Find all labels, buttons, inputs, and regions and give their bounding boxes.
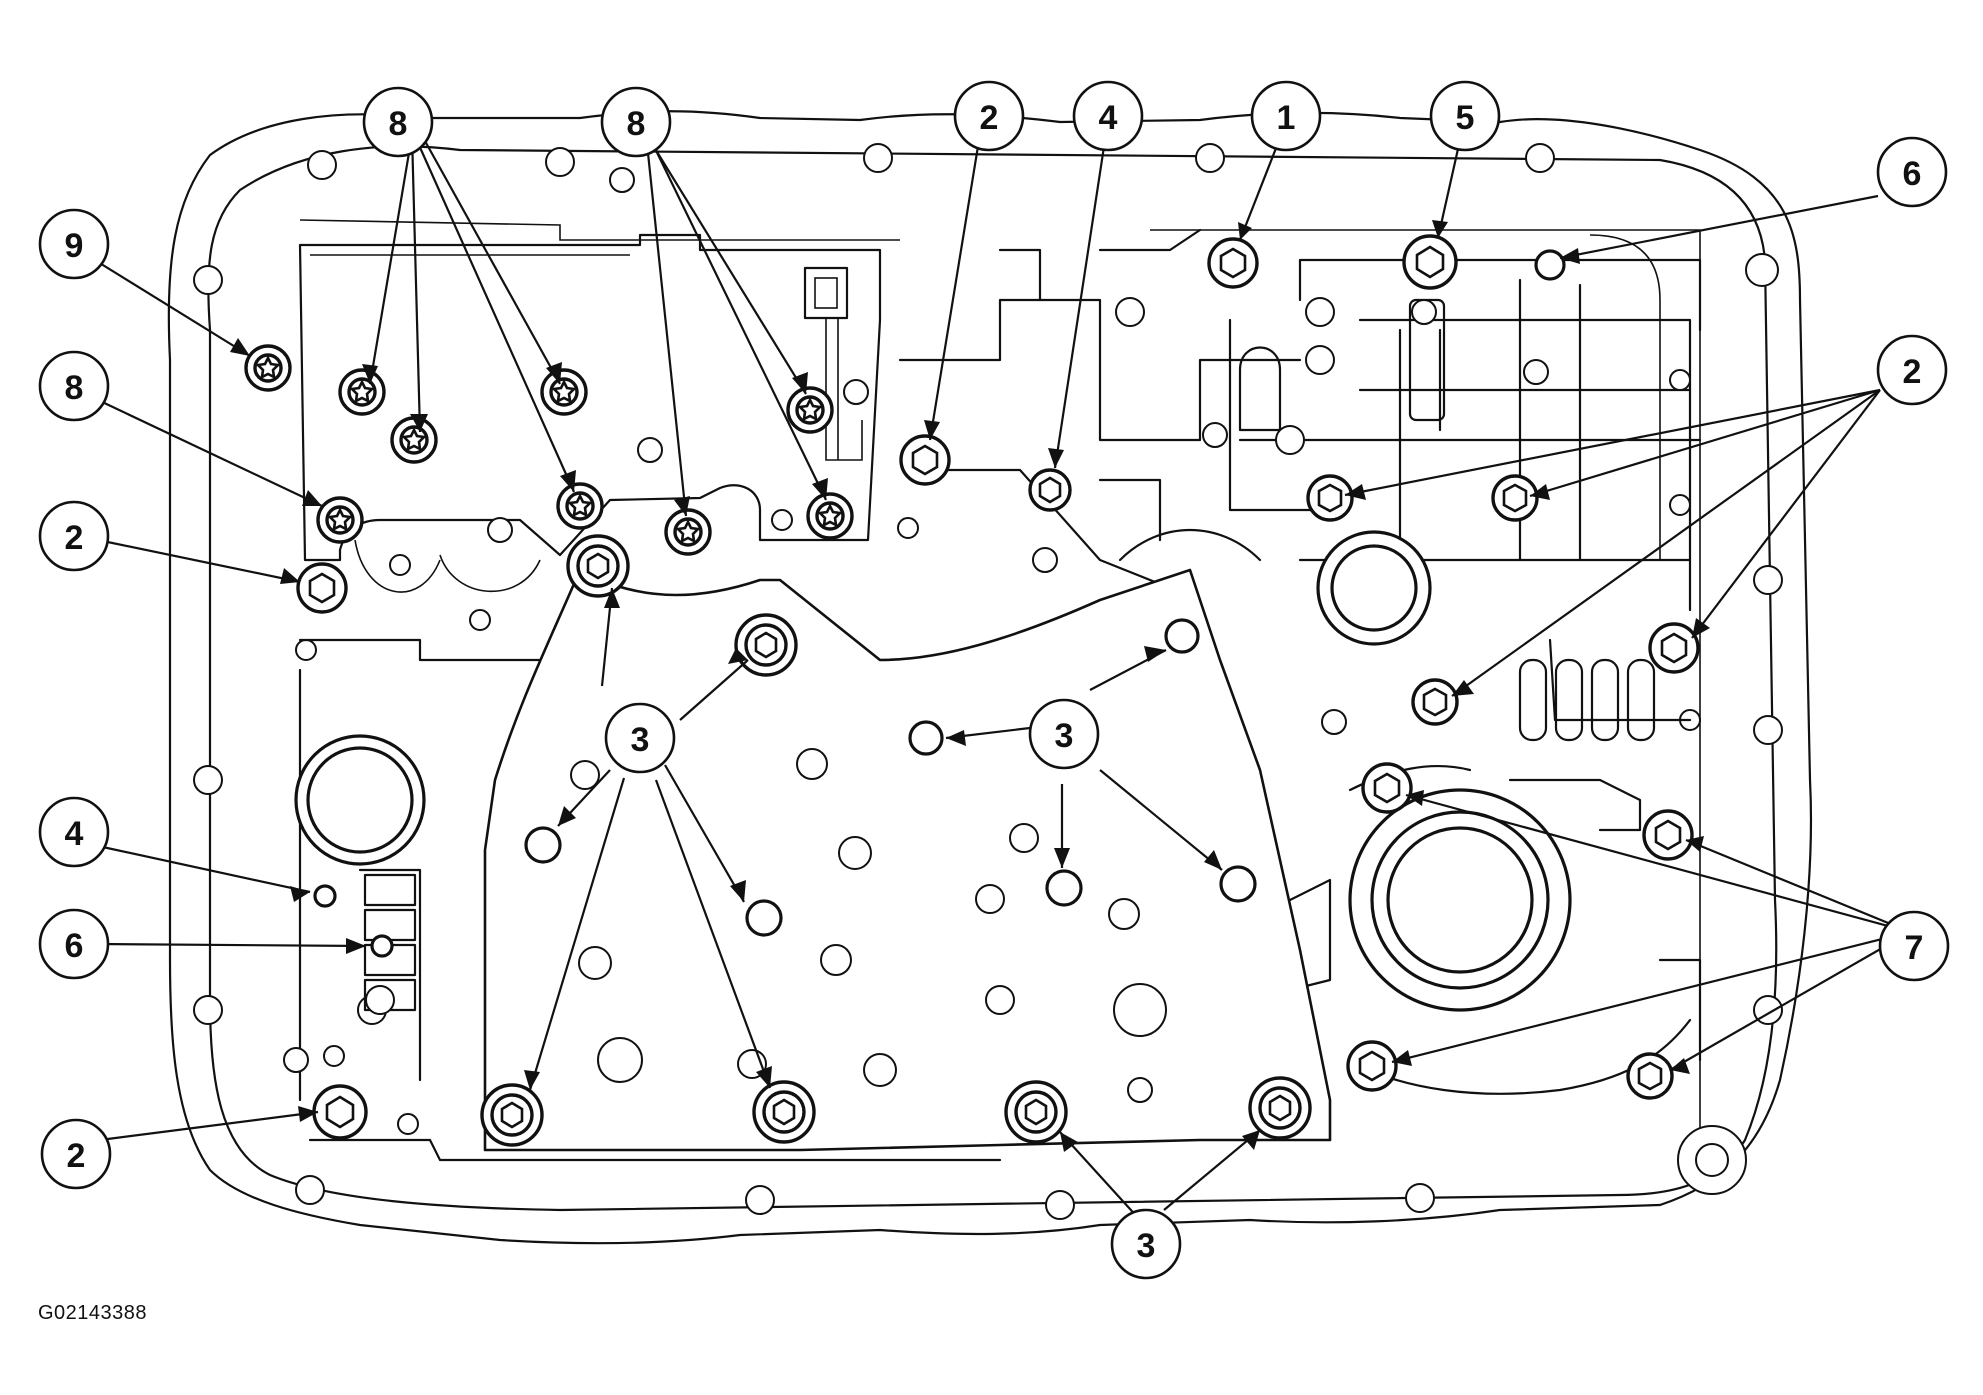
large-ports [294, 530, 1702, 1095]
bolt-hex [1028, 468, 1072, 512]
bolt-torx [540, 368, 588, 416]
bolt-torx [244, 344, 292, 392]
bolt-hex [312, 1084, 368, 1140]
bolt-hex [1207, 237, 1259, 289]
callout-label: 2 [1903, 353, 1922, 391]
bolt-torx [316, 496, 364, 544]
callout-label: 8 [389, 105, 408, 143]
bolt-hex [899, 434, 951, 486]
callout-label: 9 [65, 227, 84, 265]
bolt-hex [1642, 809, 1694, 861]
bolt-torx [390, 416, 438, 464]
callout-2-right: 2 [1876, 334, 1948, 406]
callout-label: 6 [65, 927, 84, 965]
bolt-large [734, 613, 798, 677]
callout-label: 4 [1099, 99, 1118, 137]
callout-label: 8 [65, 369, 84, 407]
bolt-torx [338, 368, 386, 416]
callout-3-center-right: 3 [1028, 698, 1100, 770]
callout-8-top-center: 8 [600, 86, 672, 158]
callout-label: 3 [631, 721, 650, 759]
callout-label: 7 [1905, 929, 1924, 967]
callout-5: 5 [1429, 80, 1501, 152]
figure-id: G02143388 [38, 1302, 148, 1324]
bolt-hex [1402, 234, 1458, 290]
plate-holes [283, 618, 1257, 1103]
bolt-hex [1626, 1052, 1674, 1100]
bolt-large [480, 1083, 544, 1147]
hex-bolts [296, 234, 1700, 1140]
plate-bolts [480, 534, 1312, 1147]
callout-3-center-left: 3 [604, 702, 676, 774]
callout-label: 8 [627, 105, 646, 143]
callout-label: 3 [1137, 1227, 1156, 1265]
callout-4-left: 4 [38, 796, 110, 868]
valve-body-channels [295, 228, 1702, 1162]
callout-label: 1 [1277, 99, 1296, 137]
callout-label: 3 [1055, 717, 1074, 755]
arrowheads [230, 220, 1710, 1152]
bolt-torx [664, 508, 712, 556]
callout-label: 2 [67, 1137, 86, 1175]
bolt-hex [296, 562, 348, 614]
bolt-hex [1648, 622, 1700, 674]
callout-8-top-left: 8 [362, 86, 434, 158]
leader-lines [97, 131, 1911, 1221]
callout-9: 9 [38, 208, 110, 280]
bolt-large [566, 534, 630, 598]
bolt-hex [1306, 474, 1354, 522]
torx-bolts [244, 344, 854, 556]
housing-outline [167, 110, 1813, 1245]
bolt-torx [556, 482, 604, 530]
callout-label: 5 [1456, 99, 1475, 137]
bolt-hex [1361, 762, 1413, 814]
callout-2-left-lower: 2 [40, 1118, 112, 1190]
callout-label: 2 [980, 99, 999, 137]
electrical-connector [803, 266, 863, 461]
housing-mounting-holes [193, 143, 1783, 1220]
callout-1: 1 [1250, 80, 1322, 152]
bolt-large [752, 1080, 816, 1144]
callout-4-top: 4 [1072, 80, 1144, 152]
callout-label: 6 [1903, 155, 1922, 193]
bolt-hex [1411, 678, 1459, 726]
callout-8-left: 8 [38, 350, 110, 422]
callout-2-top: 2 [953, 80, 1025, 152]
bolt-torx [786, 386, 834, 434]
check-balls [313, 249, 1566, 958]
bolt-hex [1346, 1040, 1398, 1092]
bolt-large [1248, 1076, 1312, 1140]
callout-label: 2 [65, 519, 84, 557]
callout-3-bottom: 3 [1110, 1208, 1182, 1280]
callout-2-left-upper: 2 [38, 500, 110, 572]
callout-6-top-right: 6 [1876, 136, 1948, 208]
callout-label: 4 [65, 815, 84, 853]
bolt-hex [1491, 474, 1539, 522]
bolt-large [1004, 1080, 1068, 1144]
callout-7: 7 [1878, 910, 1950, 982]
bolt-torx [806, 492, 854, 540]
callout-6-left: 6 [38, 908, 110, 980]
